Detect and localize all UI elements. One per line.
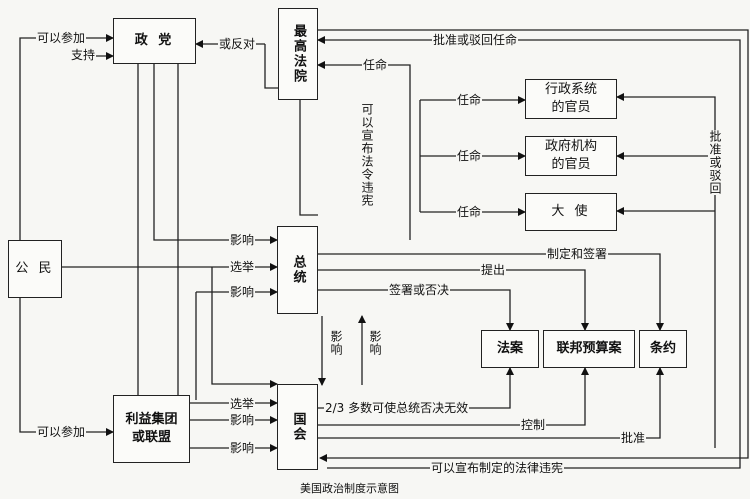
agency-officials-box: 政府机构 的官员 — [525, 136, 617, 176]
label-elect-pres: 选举 — [229, 260, 256, 274]
line-propose — [318, 269, 589, 331]
line-appoint-court — [317, 61, 411, 240]
label-appoint-exec: 任命 — [456, 93, 483, 107]
label-sign-veto: 签署或否决 — [388, 283, 451, 297]
line-make-sign — [318, 253, 664, 331]
federal-budget-box: 联邦预算案 — [543, 330, 635, 368]
label-support: 支持 — [70, 48, 97, 62]
president-box: 总统 — [277, 226, 318, 314]
line-elect-cong — [211, 267, 278, 388]
congress-box: 国会 — [277, 384, 318, 470]
label-make-sign: 制定和签署 — [546, 247, 609, 261]
label-influence-pres-top: 影响 — [229, 233, 256, 247]
line-control — [318, 367, 589, 426]
label-approve-reject-appoint: 批准或驳回任命 — [432, 33, 519, 47]
line-sign-veto — [318, 289, 514, 331]
label-influence-cong-mid: 影响 — [229, 413, 256, 427]
supreme-court-box: 最高法院 — [278, 8, 318, 100]
exec-officials-box: 行政系统 的官员 — [525, 79, 617, 119]
label-appoint-amb: 任命 — [456, 205, 483, 219]
label-influence-pres-mid: 影响 — [229, 285, 256, 299]
label-elect-cong: 选举 — [229, 397, 256, 411]
label-propose: 提出 — [480, 263, 507, 277]
label-declare-order-unconst: 可以宣布法令违宪 — [360, 103, 374, 207]
label-ratify: 批准 — [620, 431, 647, 445]
ambassador-box: 大 使 — [525, 193, 617, 231]
label-can-join-bottom: 可以参加 — [36, 425, 87, 439]
label-override: 2/3 多数可使总统否决无效 — [324, 401, 470, 415]
label-can-join-top: 可以参加 — [36, 31, 87, 45]
line-order-unconst — [299, 100, 318, 216]
label-influence-v2: 影响 — [368, 330, 382, 356]
citizens-box: 公 民 — [8, 240, 62, 298]
line-law-unconst — [318, 29, 749, 462]
bill-box: 法案 — [481, 330, 539, 368]
line-ratify — [318, 367, 664, 439]
diagram-caption: 美国政治制度示意图 — [300, 482, 399, 495]
label-appoint-agency: 任命 — [456, 149, 483, 163]
line-approve-reject — [616, 93, 716, 448]
label-influence-cong-bot: 影响 — [229, 441, 256, 455]
label-control: 控制 — [520, 418, 547, 432]
line-party-pres — [153, 64, 278, 244]
label-appoint-court: 任命 — [362, 58, 389, 72]
line-citizens-party — [19, 34, 114, 240]
label-influence-v1: 影响 — [329, 330, 343, 356]
treaty-box: 条约 — [639, 330, 687, 368]
label-approve-or-reject: 批准或驳回 — [708, 130, 722, 195]
party-box: 政 党 — [113, 18, 196, 64]
interest-group-box: 利益集团 或联盟 — [113, 395, 190, 463]
label-or-oppose: 或反对 — [218, 37, 257, 51]
label-declare-law-unconst: 可以宣布制定的法律违宪 — [430, 461, 565, 475]
